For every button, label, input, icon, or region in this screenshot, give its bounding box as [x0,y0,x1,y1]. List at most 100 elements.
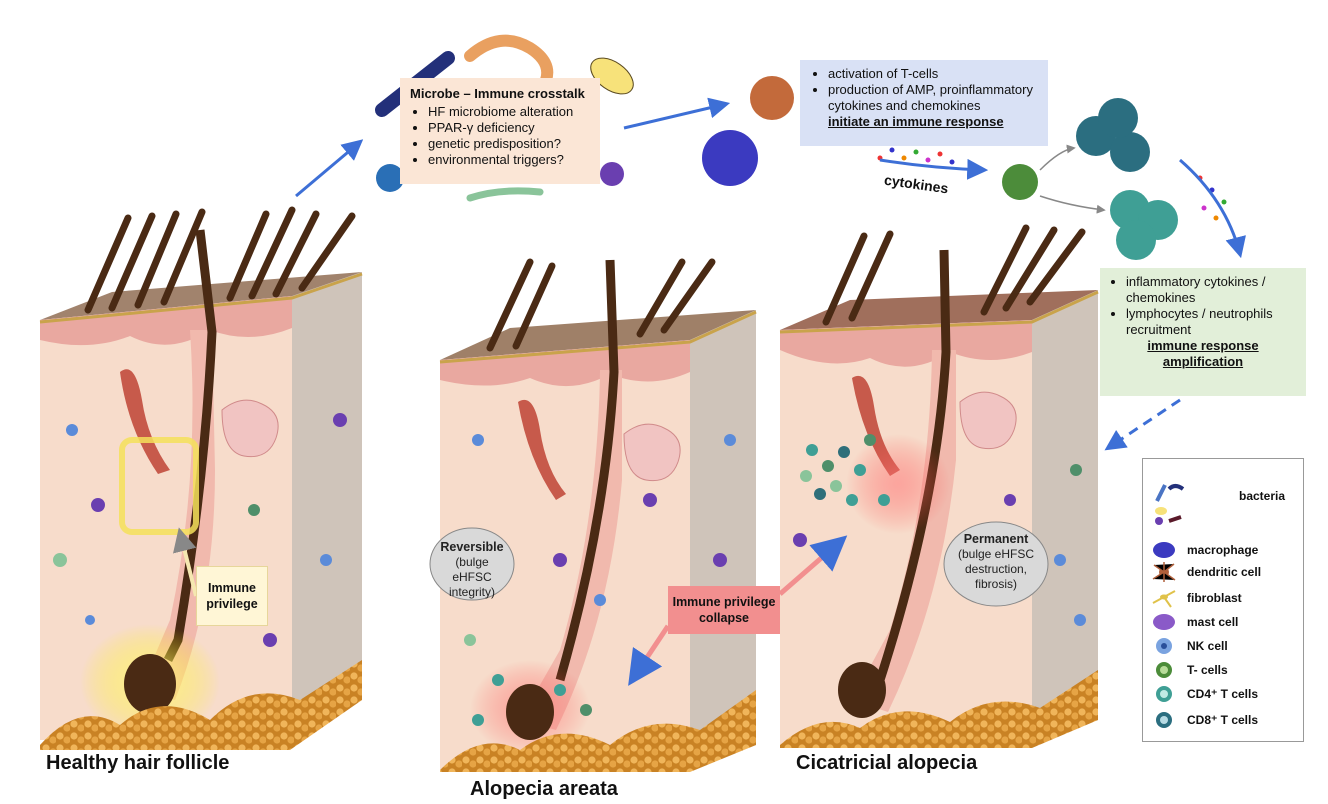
fat-layer [40,660,362,750]
legend-item-cd8: CD8⁺ T cells [1143,709,1303,731]
epidermis [780,320,1032,367]
legend-label: NK cell [1187,639,1228,653]
cd8-cell-2 [1110,132,1150,172]
immune-cells-top [702,76,1227,260]
follicle-sheath [852,350,956,712]
hairs [84,206,356,314]
fat-layer [440,690,756,772]
collapse-label: Immune privilege collapse [668,586,780,634]
dendritic-cell [750,76,794,120]
privilege-arrow [173,527,198,597]
permanent-detail: (bulge eHFSC destruction, fibrosis) [957,547,1035,591]
immune-cluster [800,434,890,506]
activation-emphasis: initiate an immune response [828,114,1004,129]
bulge-highlight [119,437,199,535]
list-item: genetic predisposition? [428,136,592,152]
legend-label: T- cells [1187,663,1228,677]
mast-cell-icon [1153,614,1175,630]
legend-label: mast cell [1187,615,1239,629]
muscle [120,369,170,474]
cytokine-dots [877,147,1227,221]
list-item: environmental triggers? [428,152,592,168]
flow-arrows [295,97,1246,451]
arrow-to-cicatricial [1104,398,1181,451]
activation-box-list: activation of T-cells production of AMP,… [810,66,1040,114]
legend-item-fibroblast: fibroblast [1143,587,1303,609]
hair-bulb [124,654,176,714]
t-cell-icon [1156,662,1172,678]
immune-privilege-label: Immune privilege [196,566,268,626]
list-item: inflammatory cytokines / chemokines [1126,274,1298,306]
legend-label: CD4⁺ T cells [1187,687,1259,701]
cells-areata [464,434,736,726]
hair-bulb [506,684,554,740]
amplification-box: inflammatory cytokines / chemokines lymp… [1100,268,1306,396]
legend-item-nk: NK cell [1143,635,1303,657]
sebaceous-gland [623,423,681,482]
permanent-oval [943,521,1049,607]
dermis-line [39,272,363,324]
arrow-healthy-to-microbe [295,139,364,198]
caption-healthy: Healthy hair follicle [46,752,230,774]
hair-shaft [555,259,619,682]
list-item: production of AMP, proinflammatory cytok… [828,82,1040,114]
dermis-line [439,310,757,364]
permanent-title: Permanent [963,532,1029,546]
caption-areata: Alopecia areata [470,778,618,800]
caption-cicatricial: Cicatricial alopecia [796,752,978,774]
inflammation-glow [846,434,950,534]
legend-label: bacteria [1239,489,1286,503]
microbe-box-title: Microbe – Immune crosstalk [410,86,585,101]
side-face [690,310,756,770]
legend-item-tcell: T- cells [1143,659,1303,681]
legend-item-dendritic: dendritic cell [1143,561,1303,583]
hairs [822,224,1086,326]
list-item: PPAR-γ deficiency [428,120,592,136]
side-face [1032,290,1098,746]
cd8-t-cell-icon [1156,712,1172,728]
legend-label: fibroblast [1187,591,1242,605]
collapse-arrow-left [628,624,671,686]
reversible-label: Reversible (bulge eHFSC integrity) [434,540,510,600]
reversible-detail: (bulge eHFSC integrity) [448,555,495,599]
epidermis [440,340,690,387]
sebaceous-gland [221,399,279,458]
arrow-microbe-to-immune [623,97,731,130]
hair-bulb [838,662,886,718]
cd4-t-cell-icon [1156,686,1172,702]
list-item: lymphocytes / neutrophils recruitment [1126,306,1298,338]
legend-item-mast: mast cell [1143,611,1303,633]
nk-cell-icon [1156,638,1172,654]
muscle [518,399,566,500]
follicle-sheath [520,370,622,730]
collapse-arrow-right [778,535,848,596]
list-item: activation of T-cells [828,66,1040,82]
dendritic-cell-icon [1152,562,1176,582]
microbe-box-list: HF microbiome alteration PPAR-γ deficien… [410,104,592,168]
cicatricial-block [779,224,1099,748]
healthy-block [39,206,363,750]
legend-item-cd4: CD4⁺ T cells [1143,683,1303,705]
legend-label: dendritic cell [1187,565,1262,579]
muscle [852,375,900,476]
cells-healthy [53,413,347,647]
fat-layer [780,670,1098,748]
activation-box: activation of T-cells production of AMP,… [800,60,1048,146]
legend-item-bacteria: bacteria [1143,481,1303,525]
areata-block [429,258,757,772]
sebaceous-gland [959,391,1017,450]
arrow-amplify [1179,158,1246,259]
legend: bacteria macrophage dendritic cell fibro… [1142,458,1304,742]
fibroblast-icon [1152,590,1176,608]
hairs [486,258,716,352]
reversible-oval [429,527,515,601]
reversible-title: Reversible [440,540,504,554]
legend-item-macrophage: macrophage [1143,539,1303,561]
t-cell [1002,164,1038,200]
arrow-cytokines [879,158,989,180]
epidermis [40,296,292,346]
side-face [290,272,362,738]
microbe-box: Microbe – Immune crosstalk HF microbiome… [400,78,600,184]
amplification-emphasis: immune response amplification [1147,338,1259,369]
amplification-box-list: inflammatory cytokines / chemokines lymp… [1108,274,1298,338]
